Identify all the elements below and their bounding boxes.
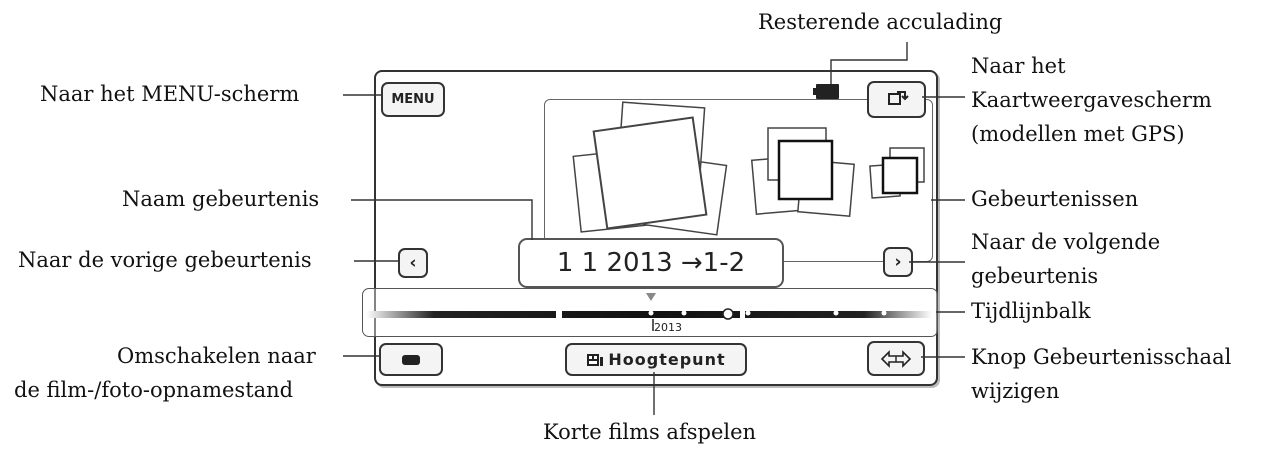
highlight-button-label: Hoogtepunt — [608, 350, 726, 369]
mode-switch-button[interactable] — [379, 343, 443, 376]
label-event-name: Naam gebeurtenis — [122, 187, 320, 211]
chevron-right-icon: › — [894, 252, 902, 272]
label-battery: Resterende acculading — [758, 10, 1003, 34]
label-scale-line1: Knop Gebeurtenisschaal — [971, 345, 1232, 369]
label-mode-line1: Omschakelen naar — [117, 344, 316, 368]
label-next-line2: gebeurtenis — [971, 264, 1099, 288]
menu-button-label: MENU — [391, 92, 435, 107]
camera-mode-icon — [402, 354, 420, 365]
timeline-dot — [881, 310, 887, 316]
timeline-selected-dot — [722, 308, 734, 320]
label-map-line1: Naar het — [971, 54, 1066, 78]
map-view-button[interactable] — [867, 81, 926, 118]
map-view-icon — [887, 90, 909, 105]
timeline-dot — [681, 310, 687, 316]
scale-change-button[interactable] — [867, 341, 925, 376]
timeline-cursor — [646, 293, 656, 301]
label-events: Gebeurtenissen — [971, 187, 1139, 211]
timeline-year-label: 2013 — [654, 321, 682, 334]
menu-button[interactable]: MENU — [381, 82, 445, 117]
label-scale-line2: wijzigen — [971, 379, 1060, 403]
label-mode-line2: de film-/foto-opnamestand — [14, 378, 294, 402]
chevron-left-icon: ‹ — [409, 253, 417, 273]
timeline-dot — [745, 310, 751, 316]
event-thumbnail-large[interactable] — [572, 101, 728, 236]
event-thumbnail-small[interactable] — [869, 147, 925, 199]
label-prev-event: Naar de vorige gebeurtenis — [18, 248, 312, 272]
label-timeline: Tijdlijnbalk — [971, 299, 1091, 323]
label-menu-screen: Naar het MENU-scherm — [40, 82, 300, 106]
timeline-dot — [833, 310, 839, 316]
label-next-line1: Naar de volgende — [971, 230, 1161, 254]
timeline-dot — [648, 310, 654, 316]
next-event-button[interactable]: › — [883, 247, 913, 277]
event-thumbnail-medium[interactable] — [750, 127, 855, 217]
highlight-button[interactable]: Hoogtepunt — [565, 343, 747, 376]
event-name-display: 1 1 2013 →1-2 — [518, 238, 784, 288]
film-highlight-icon — [587, 353, 604, 366]
label-map-line2: Kaartweergavescherm — [971, 88, 1212, 112]
label-map-line3: (modellen met GPS) — [971, 122, 1185, 146]
scale-arrows-icon — [880, 349, 912, 368]
label-highlight: Korte films afspelen — [543, 420, 757, 444]
event-date-text: 1 1 2013 →1-2 — [556, 248, 746, 278]
prev-event-button[interactable]: ‹ — [398, 248, 428, 278]
